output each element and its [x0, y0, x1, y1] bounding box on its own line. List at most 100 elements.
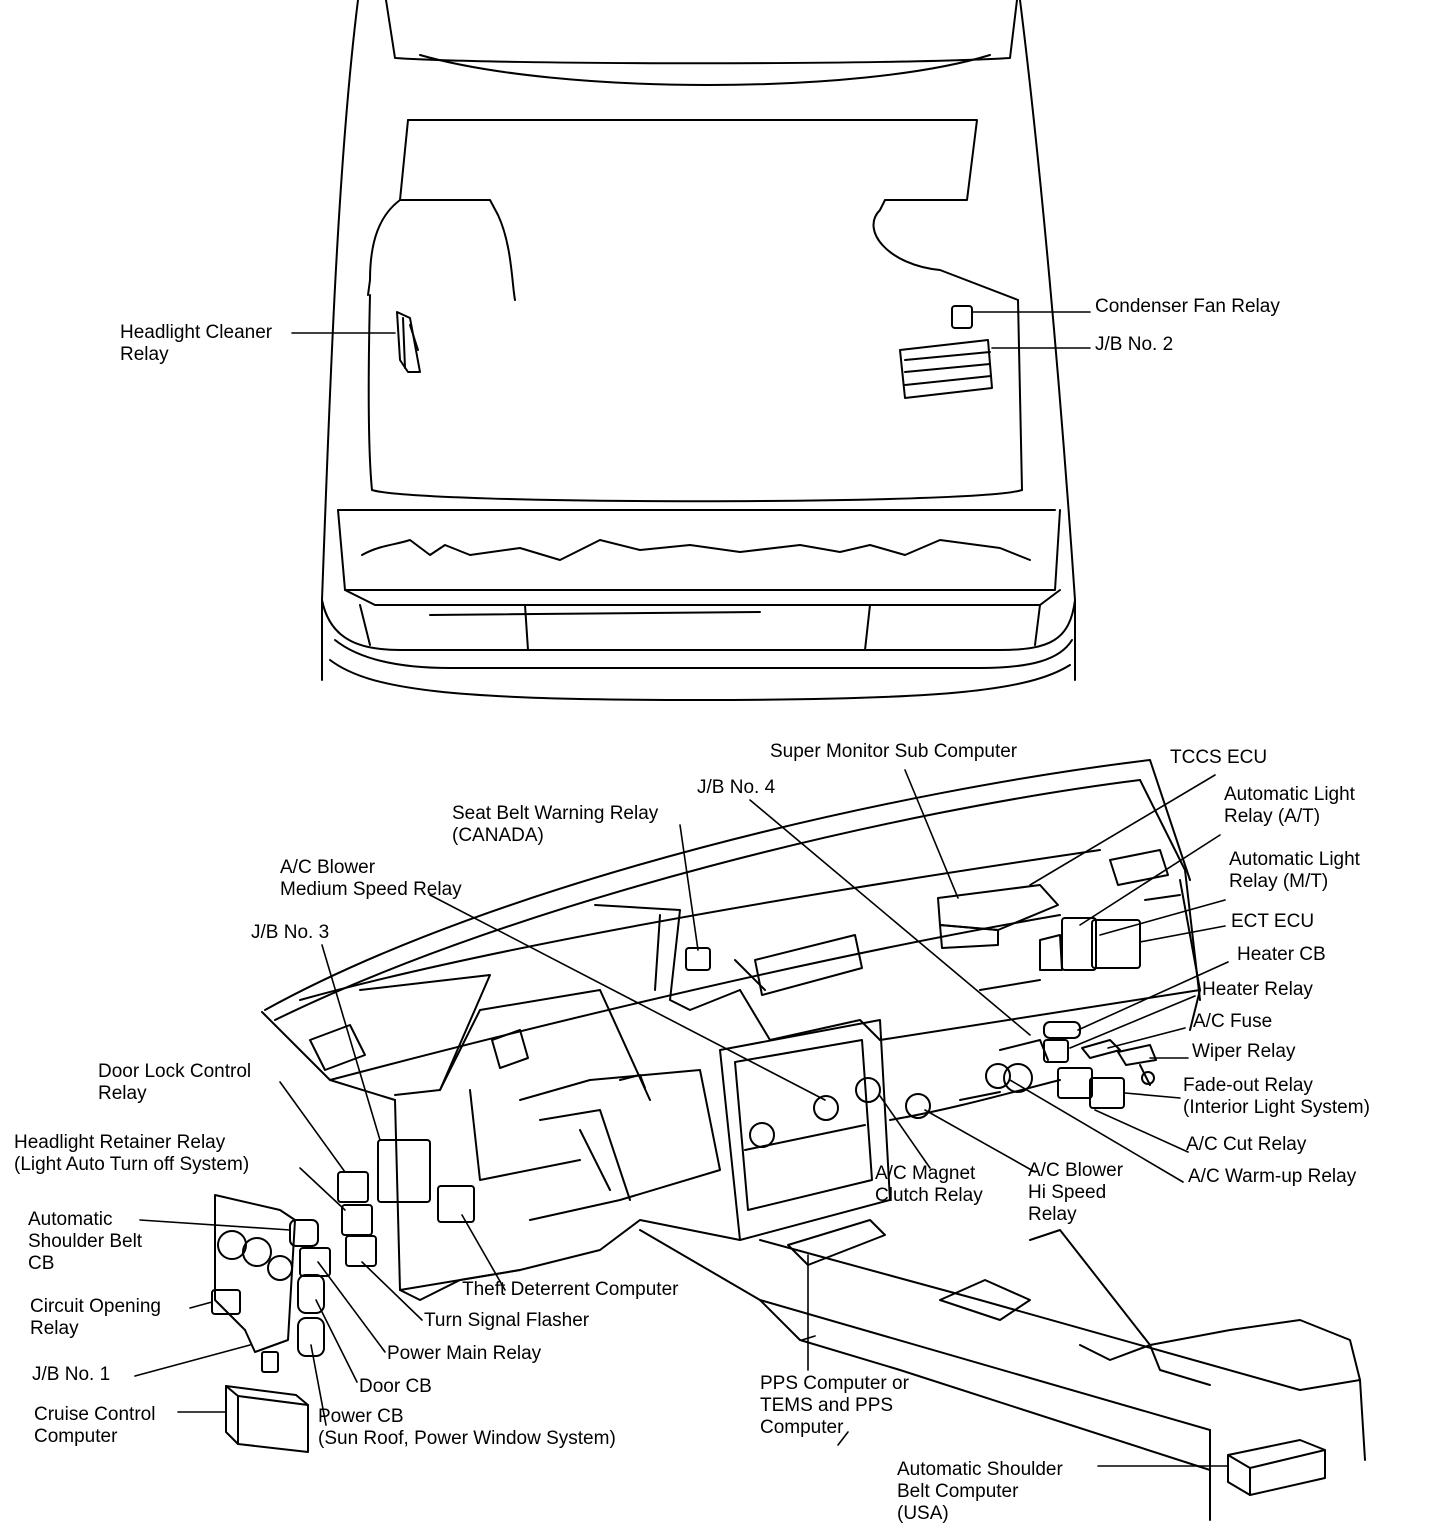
- label-line: Computer: [34, 1426, 118, 1447]
- label-line: Turn Signal Flasher: [424, 1310, 590, 1331]
- label-jb-no2: J/B No. 2: [1095, 334, 1173, 356]
- label-line: Condenser Fan Relay: [1095, 296, 1280, 317]
- label-line: Computer: [760, 1417, 844, 1438]
- label-line: Door Lock Control: [98, 1061, 252, 1082]
- label-line: J/B No. 2: [1095, 334, 1174, 355]
- label-line: Theft Deterrent Computer: [462, 1279, 679, 1300]
- label-line: J/B No. 4: [697, 777, 776, 798]
- label-heater-relay: Heater Relay: [1202, 979, 1313, 1001]
- label-door-lock-control-relay: Door Lock Control Relay: [98, 1061, 251, 1105]
- label-line: Heater CB: [1237, 944, 1326, 965]
- label-headlight-cleaner-relay: Headlight Cleaner Relay: [120, 322, 272, 366]
- door-lock-control-relay-part: [337, 1171, 369, 1203]
- auto-shoulder-belt-computer-part: [1227, 1439, 1326, 1496]
- label-line: (Light Auto Turn off System): [14, 1154, 250, 1175]
- condenser-fan-relay-part: [951, 305, 973, 329]
- label-automatic-shoulder-belt-computer: Automatic Shoulder Belt Computer (USA): [897, 1459, 1063, 1525]
- label-super-monitor-sub-computer: Super Monitor Sub Computer: [770, 741, 1017, 763]
- label-line: ECT ECU: [1231, 911, 1315, 932]
- label-line: TCCS ECU: [1170, 747, 1268, 768]
- ac-fuse-part: [1081, 1039, 1121, 1059]
- seat-belt-warning-relay-part: [685, 947, 711, 971]
- label-ect-ecu: ECT ECU: [1231, 911, 1314, 933]
- label-line: A/C Blower: [1028, 1160, 1124, 1181]
- label-ac-cut-relay: A/C Cut Relay: [1186, 1134, 1306, 1156]
- label-tccs-ecu: TCCS ECU: [1170, 747, 1267, 769]
- ac-blower-hi-relay-part: [905, 1093, 931, 1119]
- label-line: A/C Warm-up Relay: [1188, 1166, 1357, 1187]
- label-line: Shoulder Belt: [28, 1231, 143, 1252]
- label-line: Power Main Relay: [387, 1343, 542, 1364]
- label-automatic-light-relay-at: Automatic Light Relay (A/T): [1224, 784, 1355, 828]
- label-line: Headlight Cleaner: [120, 322, 273, 343]
- label-automatic-shoulder-belt-cb: Automatic Shoulder Belt CB: [28, 1209, 142, 1275]
- ect-ecu-part: [1091, 919, 1141, 969]
- label-line: CB: [28, 1253, 55, 1274]
- label-line: Relay: [120, 344, 169, 365]
- label-line: Relay: [1028, 1204, 1077, 1225]
- turn-signal-flasher-part: [345, 1235, 377, 1267]
- label-wiper-relay: Wiper Relay: [1192, 1041, 1295, 1063]
- label-line: (CANADA): [452, 825, 544, 846]
- label-line: Circuit Opening: [30, 1296, 161, 1317]
- label-line: Door CB: [359, 1376, 432, 1397]
- label-jb-no3: J/B No. 3: [251, 922, 329, 944]
- label-line: Headlight Retainer Relay: [14, 1132, 226, 1153]
- label-seat-belt-warning-relay: Seat Belt Warning Relay (CANADA): [452, 803, 658, 847]
- label-ac-fuse: A/C Fuse: [1193, 1011, 1272, 1033]
- car-body-outline: [321, 0, 1076, 701]
- jb-no2-part: [899, 339, 993, 399]
- fade-out-relay-part: [1089, 1077, 1125, 1109]
- label-line: Relay (A/T): [1224, 806, 1321, 827]
- label-line: Relay (M/T): [1229, 871, 1329, 892]
- label-line: Power CB: [318, 1406, 404, 1427]
- label-line: Seat Belt Warning Relay: [452, 803, 659, 824]
- label-jb-no4: J/B No. 4: [697, 777, 775, 799]
- label-ac-blower-medium-speed-relay: A/C Blower Medium Speed Relay: [280, 857, 462, 901]
- label-line: Super Monitor Sub Computer: [770, 741, 1018, 762]
- label-line: J/B No. 3: [251, 922, 330, 943]
- headlight-cleaner-relay-part: [396, 311, 421, 373]
- label-pps-computer: PPS Computer or TEMS and PPS Computer: [760, 1373, 909, 1439]
- label-line: Automatic Light: [1224, 784, 1355, 805]
- label-line: Automatic Light: [1229, 849, 1360, 870]
- label-cruise-control-computer: Cruise Control Computer: [34, 1404, 155, 1448]
- label-line: TEMS and PPS: [760, 1395, 894, 1416]
- theft-deterrent-part: [437, 1185, 475, 1223]
- leader-lines-lower: [134, 769, 1229, 1467]
- ac-magnet-clutch-relay-part: [855, 1077, 881, 1103]
- dashboard-components: [299, 884, 1326, 1496]
- label-theft-deterrent-computer: Theft Deterrent Computer: [462, 1279, 678, 1301]
- leader-lines-upper: [291, 311, 1091, 349]
- label-headlight-retainer-relay: Headlight Retainer Relay (Light Auto Tur…: [14, 1132, 249, 1176]
- label-line: Heater Relay: [1202, 979, 1313, 1000]
- label-line: A/C Cut Relay: [1186, 1134, 1307, 1155]
- headlight-retainer-relay-part: [341, 1204, 373, 1236]
- label-ac-warm-up-relay: A/C Warm-up Relay: [1188, 1166, 1356, 1188]
- label-line: Clutch Relay: [875, 1185, 983, 1206]
- label-line: (USA): [897, 1503, 949, 1524]
- label-line: J/B No. 1: [32, 1364, 111, 1385]
- label-line: PPS Computer or: [760, 1373, 909, 1394]
- label-door-cb: Door CB: [359, 1376, 432, 1398]
- heater-cb-part: [1043, 1021, 1081, 1039]
- label-condenser-fan-relay: Condenser Fan Relay: [1095, 296, 1280, 318]
- label-line: A/C Magnet: [875, 1163, 976, 1184]
- label-automatic-light-relay-mt: Automatic Light Relay (M/T): [1229, 849, 1360, 893]
- wiper-relay-part: [1117, 1044, 1157, 1066]
- label-line: Belt Computer: [897, 1481, 1019, 1502]
- auto-light-relay-part: [1061, 917, 1097, 971]
- label-power-cb: Power CB (Sun Roof, Power Window System): [318, 1406, 616, 1450]
- cruise-control-computer-part: [225, 1385, 309, 1453]
- label-ac-blower-hi-speed-relay: A/C Blower Hi Speed Relay: [1028, 1160, 1123, 1226]
- label-jb-no1: J/B No. 1: [32, 1364, 110, 1386]
- label-line: A/C Fuse: [1193, 1011, 1273, 1032]
- ac-cut-relay-part: [1057, 1067, 1093, 1099]
- label-line: Cruise Control: [34, 1404, 156, 1425]
- label-ac-magnet-clutch-relay: A/C Magnet Clutch Relay: [875, 1163, 983, 1207]
- label-turn-signal-flasher: Turn Signal Flasher: [424, 1310, 589, 1332]
- label-circuit-opening-relay: Circuit Opening Relay: [30, 1296, 161, 1340]
- ac-warmup-relay-part: [985, 1063, 1011, 1089]
